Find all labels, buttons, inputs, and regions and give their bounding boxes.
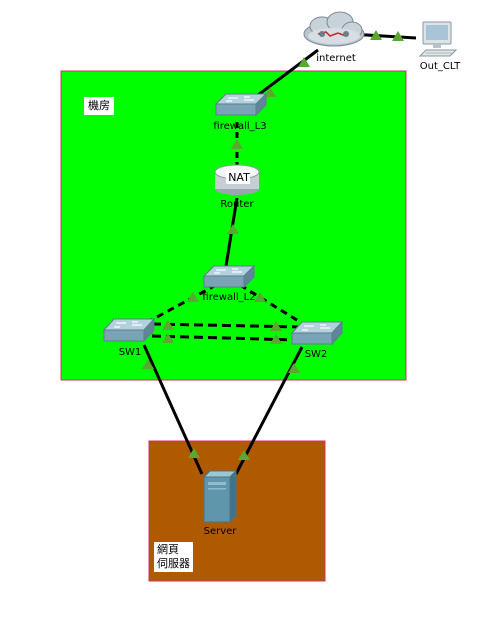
link-up-icon <box>238 450 250 460</box>
internet-label: internet <box>316 53 356 64</box>
firewall-l3-switch-icon[interactable] <box>214 92 268 117</box>
server-label: Server <box>203 526 237 537</box>
router-label: Router <box>220 199 254 210</box>
link-internet-firewall-l3[interactable] <box>253 48 319 100</box>
link-up-icon <box>162 320 174 330</box>
webserver-zone-label-line1: 網頁 <box>157 543 179 556</box>
pc-icon[interactable] <box>418 21 458 57</box>
link-up-icon <box>270 334 282 344</box>
webserver-zone-label-line2: 伺服器 <box>157 557 190 570</box>
links <box>142 32 417 475</box>
link-status-markers <box>142 30 404 460</box>
sw2-label: SW2 <box>304 349 328 360</box>
link-up-icon <box>162 333 174 343</box>
link-up-icon <box>264 87 276 97</box>
link-firewall-l2-sw1[interactable] <box>143 283 217 326</box>
link-up-icon <box>187 292 199 302</box>
out-clt-label: Out_CLT <box>419 61 461 72</box>
datacenter-zone-label: 機房 <box>84 97 114 115</box>
firewall-l2-label: firewall_L2 <box>202 292 256 303</box>
link-up-icon <box>231 139 243 149</box>
router-nat-icon[interactable] <box>214 164 260 195</box>
link-sw1-sw2-a[interactable] <box>151 322 303 329</box>
firewall-l3-label: firewall_L3 <box>213 121 267 132</box>
sw1-switch-icon[interactable] <box>102 317 156 343</box>
link-up-icon <box>254 292 266 302</box>
sw2-switch-icon[interactable] <box>290 320 344 346</box>
link-up-icon <box>188 448 200 458</box>
link-up-icon <box>298 57 310 67</box>
sw1-label: SW1 <box>118 347 142 358</box>
link-up-icon <box>370 30 382 40</box>
router-nat-badge: NAT <box>228 171 250 184</box>
server-icon[interactable] <box>202 469 238 524</box>
link-sw1-sw2-b[interactable] <box>151 334 299 342</box>
link-firewall-l2-sw2[interactable] <box>239 283 306 327</box>
link-up-icon <box>142 359 154 369</box>
firewall-l2-switch-icon[interactable] <box>202 264 256 289</box>
link-up-icon <box>227 224 239 234</box>
link-up-icon <box>288 363 300 373</box>
webserver-zone-label: 網頁 伺服器 <box>154 542 193 572</box>
link-up-icon <box>392 31 404 41</box>
internet-cloud-icon[interactable] <box>303 11 365 47</box>
link-up-icon <box>270 321 282 331</box>
